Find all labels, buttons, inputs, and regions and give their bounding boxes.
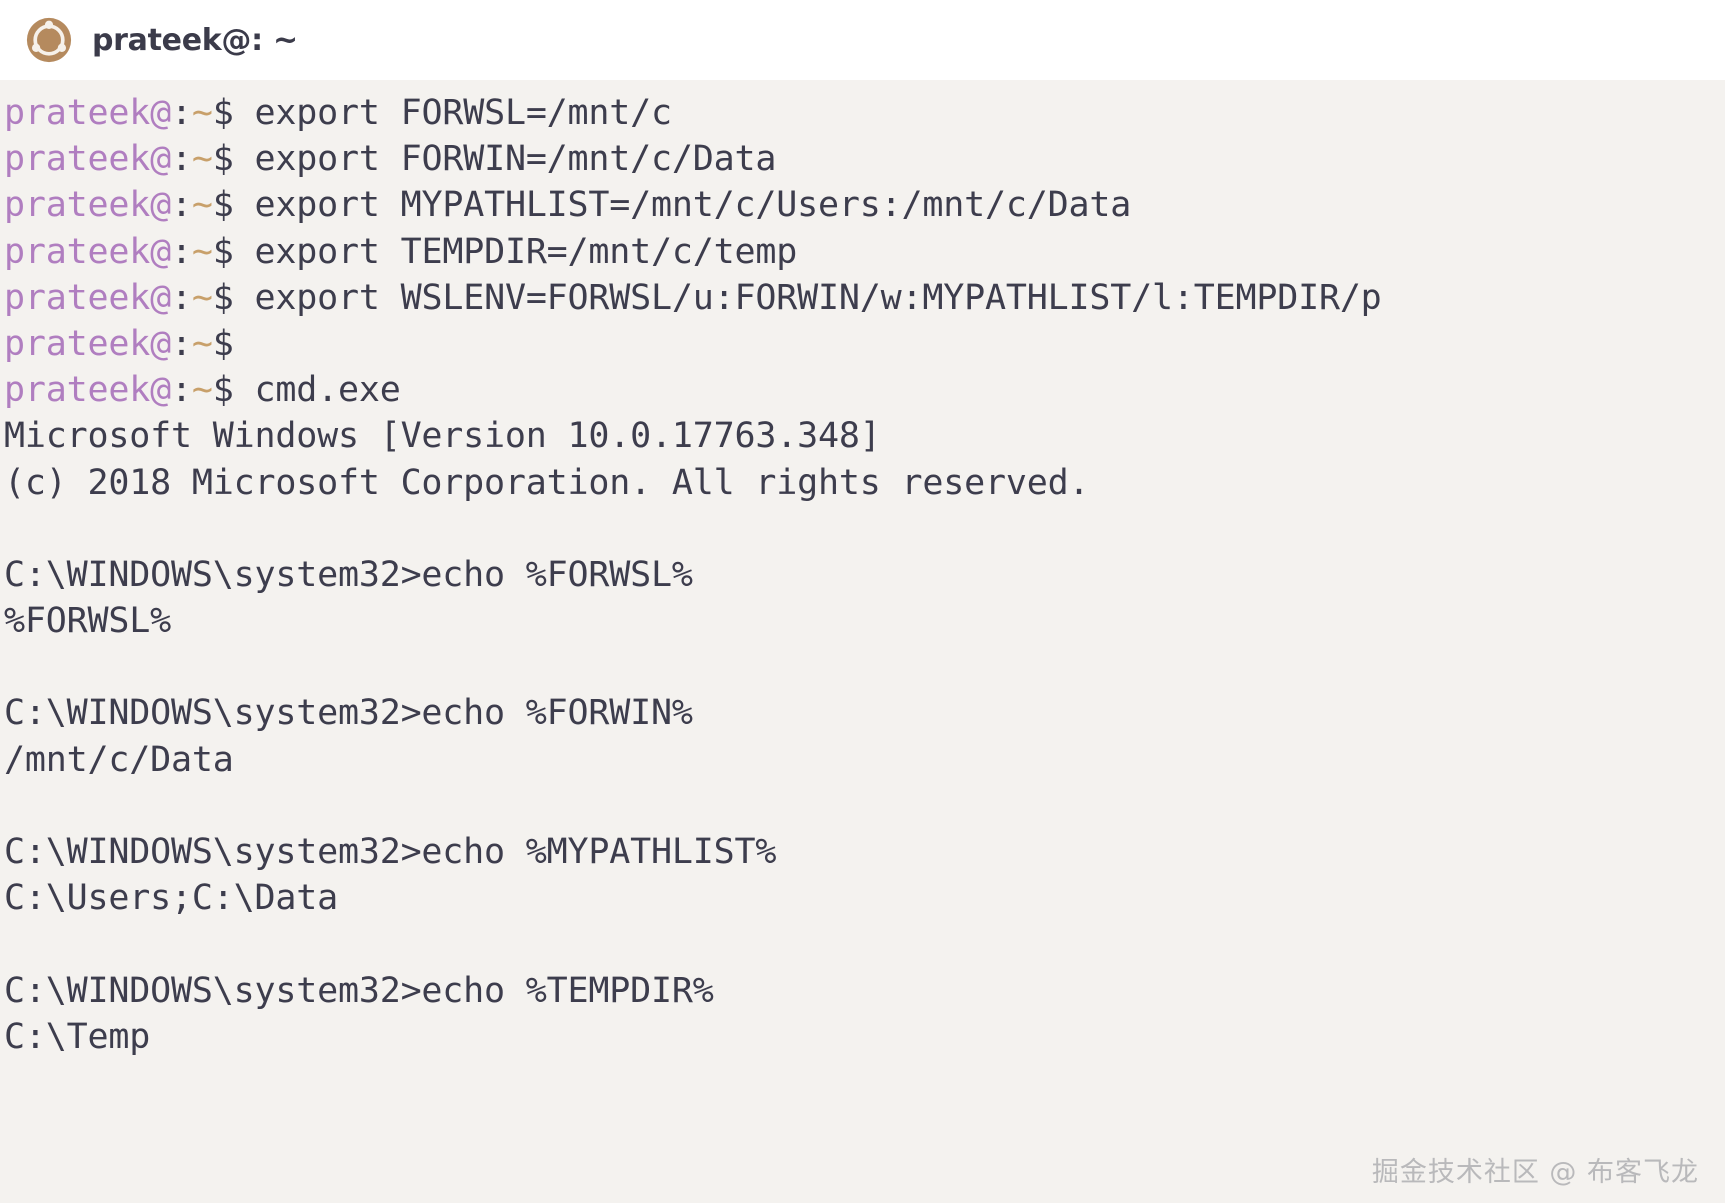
prompt-user: prateek@ xyxy=(4,277,171,318)
terminal-output-text: C:\Temp xyxy=(4,1016,151,1057)
terminal-prompt-line: prateek@:~$ xyxy=(4,321,1725,367)
terminal-output-text: %FORWSL% xyxy=(4,601,171,642)
window-title: prateek@: ~ xyxy=(92,22,298,58)
prompt-dollar: $ xyxy=(212,139,234,180)
prompt-path: ~ xyxy=(191,323,213,364)
terminal-prompt-line: prateek@:~$ export WSLENV=FORWSL/u:FORWI… xyxy=(4,275,1725,321)
terminal-output-text: C:\WINDOWS\system32>echo %MYPATHLIST% xyxy=(4,832,777,872)
terminal-prompt-line: prateek@:~$ export TEMPDIR=/mnt/c/temp xyxy=(4,229,1725,275)
prompt-dollar: $ xyxy=(212,370,234,411)
prompt-dollar: $ xyxy=(212,277,234,318)
prompt-path: ~ xyxy=(191,277,213,318)
terminal-output-line: C:\WINDOWS\system32>echo %MYPATHLIST% xyxy=(4,829,1725,875)
prompt-dollar: $ xyxy=(212,93,234,133)
terminal-output-text: Microsoft Windows [Version 10.0.17763.34… xyxy=(4,416,881,457)
prompt-path: ~ xyxy=(191,185,213,226)
prompt-user: prateek@ xyxy=(4,370,171,411)
terminal-command: export FORWIN=/mnt/c/Data xyxy=(233,139,777,180)
terminal-output-line: C:\WINDOWS\system32>echo %FORWSL% xyxy=(4,552,1725,598)
prompt-colon: : xyxy=(170,277,192,318)
terminal-output-text: C:\WINDOWS\system32>echo %FORWSL% xyxy=(4,554,693,595)
terminal-prompt-line: prateek@:~$ export FORWSL=/mnt/c xyxy=(4,90,1725,136)
prompt-path: ~ xyxy=(191,231,213,272)
prompt-path: ~ xyxy=(191,93,213,133)
ubuntu-logo-icon xyxy=(26,17,72,63)
terminal-output-line: C:\WINDOWS\system32>echo %TEMPDIR% xyxy=(4,968,1725,1014)
prompt-path: ~ xyxy=(191,139,213,180)
terminal-output-line: C:\Temp xyxy=(4,1014,1725,1060)
terminal-output-line: C:\WINDOWS\system32>echo %FORWIN% xyxy=(4,690,1725,736)
terminal-output-line xyxy=(4,506,1725,552)
terminal-output-line: /mnt/c/Data xyxy=(4,737,1725,783)
terminal-output-line: Microsoft Windows [Version 10.0.17763.34… xyxy=(4,413,1725,459)
terminal-output-line xyxy=(4,644,1725,690)
terminal-prompt-line: prateek@:~$ export FORWIN=/mnt/c/Data xyxy=(4,136,1725,182)
prompt-dollar: $ xyxy=(212,185,234,226)
prompt-colon: : xyxy=(170,231,192,272)
terminal-command: export WSLENV=FORWSL/u:FORWIN/w:MYPATHLI… xyxy=(233,277,1382,318)
terminal-command: cmd.exe xyxy=(233,370,401,411)
prompt-colon: : xyxy=(170,370,192,411)
terminal-output-line: %FORWSL% xyxy=(4,598,1725,644)
prompt-colon: : xyxy=(170,185,192,226)
terminal-command: export TEMPDIR=/mnt/c/temp xyxy=(233,231,798,272)
prompt-dollar: $ xyxy=(212,231,234,272)
terminal-command: export MYPATHLIST=/mnt/c/Users:/mnt/c/Da… xyxy=(233,185,1132,226)
prompt-colon: : xyxy=(170,323,192,364)
prompt-path: ~ xyxy=(191,370,213,411)
prompt-dollar: $ xyxy=(212,323,234,364)
watermark-text: 掘金技术社区 @ 布客飞龙 xyxy=(1371,1157,1699,1188)
terminal-prompt-line: prateek@:~$ cmd.exe xyxy=(4,367,1725,413)
prompt-user: prateek@ xyxy=(4,139,171,180)
terminal-output-line xyxy=(4,921,1725,967)
terminal-output-text: /mnt/c/Data xyxy=(4,739,234,780)
terminal-output-text: C:\Users;C:\Data xyxy=(4,878,338,919)
prompt-user: prateek@ xyxy=(4,93,171,133)
terminal-prompt-line: prateek@:~$ export MYPATHLIST=/mnt/c/Use… xyxy=(4,182,1725,228)
prompt-user: prateek@ xyxy=(4,231,171,272)
prompt-user: prateek@ xyxy=(4,323,171,364)
terminal-output-line: C:\Users;C:\Data xyxy=(4,875,1725,921)
terminal-output-text: (c) 2018 Microsoft Corporation. All righ… xyxy=(4,462,1090,503)
prompt-colon: : xyxy=(170,139,192,180)
window-titlebar: prateek@: ~ xyxy=(0,0,1725,80)
terminal-output-text: C:\WINDOWS\system32>echo %TEMPDIR% xyxy=(4,970,714,1011)
terminal-output-line: (c) 2018 Microsoft Corporation. All righ… xyxy=(4,460,1725,506)
terminal-command: export FORWSL=/mnt/c xyxy=(233,93,672,133)
prompt-colon: : xyxy=(170,93,192,133)
terminal-output-text: C:\WINDOWS\system32>echo %FORWIN% xyxy=(4,693,693,734)
prompt-user: prateek@ xyxy=(4,185,171,226)
terminal-output-line xyxy=(4,783,1725,829)
